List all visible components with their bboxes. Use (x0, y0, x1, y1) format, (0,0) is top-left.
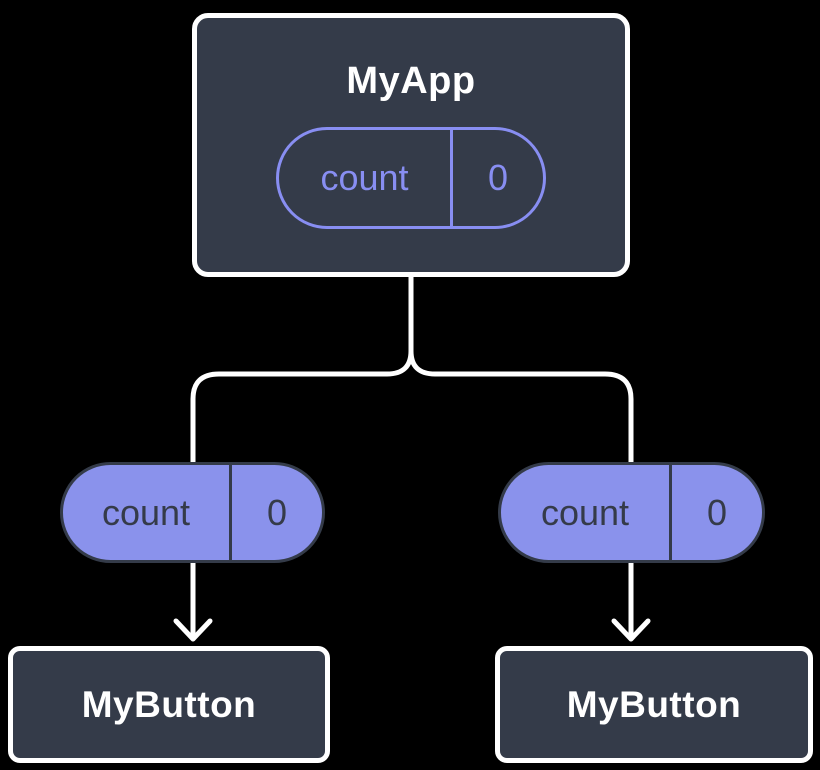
root-component-card: MyApp count 0 (192, 13, 630, 277)
state-value: 0 (450, 130, 543, 226)
arrow-down-icon (173, 618, 213, 642)
child-component-card-right: MyButton (495, 646, 813, 763)
branch-left-line (190, 348, 414, 639)
prop-value: 0 (669, 465, 762, 560)
state-name: count (320, 157, 409, 198)
branch-right-line (408, 348, 634, 639)
child-component-title: MyButton (81, 683, 257, 725)
prop-value: 0 (229, 465, 322, 560)
prop-pill-right: count 0 (498, 462, 765, 563)
state-pill: count 0 (276, 127, 546, 229)
root-component-title: MyApp (346, 60, 476, 102)
child-component-card-left: MyButton (8, 646, 330, 763)
prop-name: count (540, 491, 630, 533)
prop-name: count (101, 491, 191, 533)
prop-pill-left: count 0 (60, 462, 325, 563)
arrow-down-icon (611, 618, 651, 642)
child-component-title: MyButton (566, 683, 742, 725)
